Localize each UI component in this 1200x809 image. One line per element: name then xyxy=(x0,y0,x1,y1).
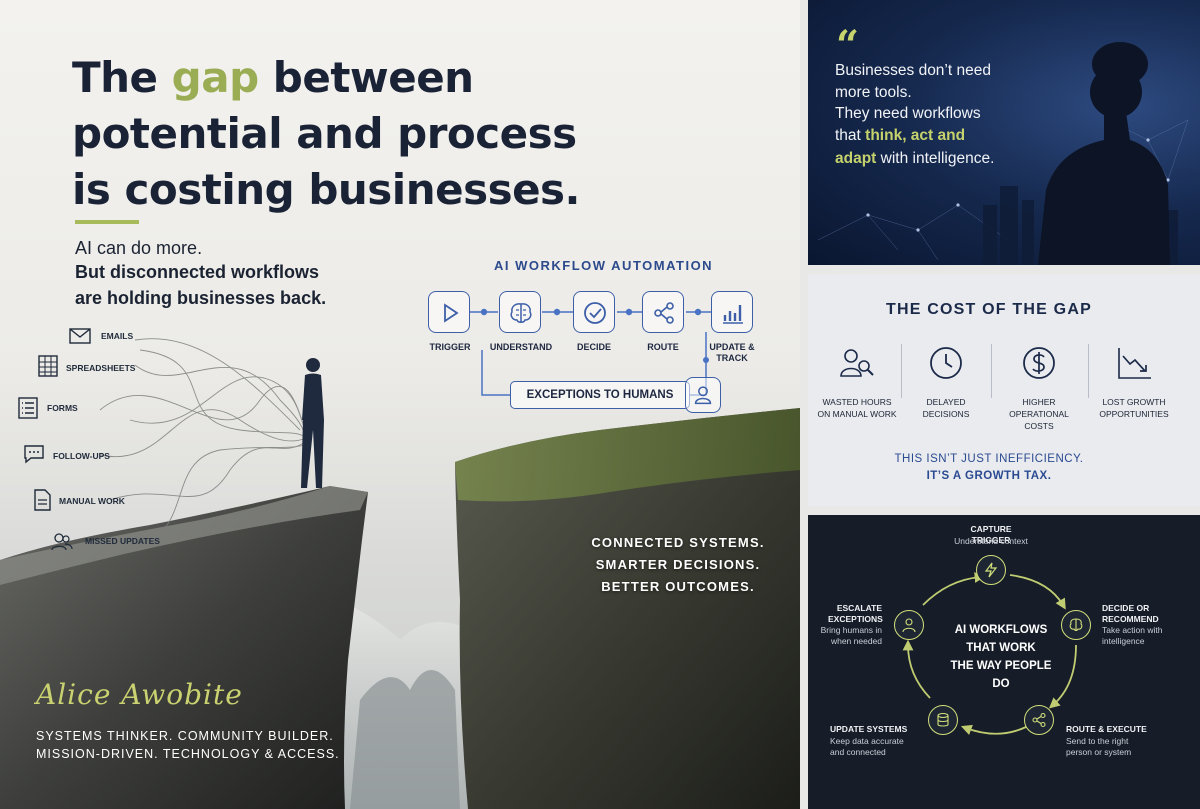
cost-footer-line-1: THIS ISN’T JUST INEFFICIENCY. xyxy=(894,453,1084,465)
cost-divider xyxy=(901,344,902,398)
cycle-node-decide xyxy=(1061,610,1091,640)
envelope-icon xyxy=(69,328,91,344)
cost-divider xyxy=(1088,344,1089,398)
woman-figure xyxy=(301,358,324,488)
exceptions-to-humans-box: EXCEPTIONS TO HUMANS xyxy=(510,381,690,409)
brain-icon xyxy=(510,303,532,323)
workflow-node-understand xyxy=(499,291,541,333)
main-panel: The gap between potential and process is… xyxy=(0,0,800,809)
source-label-missed-updates: MISSED UPDATES xyxy=(85,536,160,546)
quote-mark-icon: “ xyxy=(836,22,860,69)
cycle-node-escalate xyxy=(894,610,924,640)
people-icon xyxy=(51,533,73,551)
subhead-line-2: But disconnected workflows xyxy=(75,262,320,282)
bar-chart-icon xyxy=(723,305,743,324)
workflow-label-decide: DECIDE xyxy=(576,342,611,352)
workflow-label-understand: UNDERSTAND xyxy=(489,342,553,352)
workflow-node-decide xyxy=(573,291,615,333)
source-label-manual-work: MANUAL WORK xyxy=(59,496,125,506)
source-label-follow-ups: FOLLOW-UPS xyxy=(53,451,110,461)
workflow-title: AI WORKFLOW AUTOMATION xyxy=(494,258,714,273)
cost-panel: THE COST OF THE GAP WASTED HOURS ON MANU… xyxy=(808,274,1200,506)
cost-label-higher-costs: HIGHER OPERATIONAL COSTS xyxy=(1009,397,1069,431)
dollar-icon xyxy=(1023,347,1055,379)
cycle-head-route: ROUTE & EXECUTE xyxy=(1066,724,1147,734)
source-label-forms: FORMS xyxy=(47,403,78,413)
cost-divider xyxy=(991,344,992,398)
document-icon xyxy=(34,489,51,511)
subhead-line-1: AI can do more. xyxy=(75,238,203,258)
cliff-scene-illustration xyxy=(0,308,800,809)
cycle-desc-update: Keep data accurate and connected xyxy=(830,736,904,757)
network-silhouette-illustration xyxy=(817,42,1189,265)
source-label-emails: EMAILS xyxy=(101,331,134,341)
subhead-line-3: are holding businesses back. xyxy=(75,288,327,308)
headline-accent: gap xyxy=(171,53,259,102)
cycle-head-escalate: ESCALATE EXCEPTIONS xyxy=(828,603,883,624)
quote-line-4: that think, act and xyxy=(835,127,966,144)
cycle-head-update: UPDATE SYSTEMS xyxy=(830,724,908,734)
quote-line-2: more tools. xyxy=(835,84,912,101)
woman-silhouette xyxy=(1038,42,1170,265)
author-signature: Alice Awobite xyxy=(36,678,243,711)
cost-label-delayed-decisions: DELAYED DECISIONS xyxy=(922,397,970,419)
workflow-node-route xyxy=(642,291,684,333)
share-icon xyxy=(654,302,674,324)
spreadsheet-icon xyxy=(38,355,58,377)
cycle-desc-capture: Understand context xyxy=(954,536,1028,546)
people-search-icon xyxy=(840,349,874,377)
clock-icon xyxy=(930,347,962,379)
cycle-head-capture: CAPTURE TRIGGER xyxy=(970,524,1012,545)
cycle-center-text: AI WORKFLOWS THAT WORK THE WAY PEOPLE DO xyxy=(950,624,1052,690)
accent-rule xyxy=(75,220,139,224)
connected-message: CONNECTED SYSTEMS.SMARTER DECISIONS.BETT… xyxy=(591,535,765,594)
workflow-node-update-track xyxy=(711,291,753,333)
source-label-spreadsheets: SPREADSHEETS xyxy=(66,363,136,373)
lightning-icon xyxy=(984,562,998,578)
cost-label-lost-growth: LOST GROWTH OPPORTUNITIES xyxy=(1099,397,1169,419)
workflow-label-trigger: TRIGGER xyxy=(429,342,471,352)
cycle-node-update xyxy=(928,705,958,735)
cycle-head-decide: DECIDE OR RECOMMEND xyxy=(1102,603,1159,624)
workflow-label-update-track: UPDATE & TRACK xyxy=(709,342,755,363)
main-headline: The gap between potential and process is… xyxy=(72,53,581,214)
cycle-arrows xyxy=(902,572,1077,735)
person-icon xyxy=(694,386,712,405)
author-tagline: SYSTEMS THINKER. COMMUNITY BUILDER.MISSI… xyxy=(36,729,340,761)
workflow-label-route: ROUTE xyxy=(647,342,679,352)
form-icon xyxy=(18,397,38,419)
database-icon xyxy=(937,712,949,727)
cycle-desc-decide: Take action with intelligence xyxy=(1102,625,1163,646)
trend-down-icon xyxy=(1118,348,1151,379)
cycle-panel: AI WORKFLOWS THAT WORK THE WAY PEOPLE DO… xyxy=(808,515,1200,809)
brain-icon xyxy=(1069,618,1083,632)
quote-line-1: Businesses don’t need xyxy=(835,62,991,79)
cycle-node-route xyxy=(1024,705,1054,735)
quote-line-3: They need workflows xyxy=(835,105,981,122)
quote-panel: “ Businesses don’t need more tools. They… xyxy=(808,0,1200,265)
cost-footer-line-2: IT’S A GROWTH TAX. xyxy=(926,470,1052,482)
play-icon xyxy=(444,303,459,323)
workflow-node-human xyxy=(685,377,721,413)
quote-line-5: adapt with intelligence. xyxy=(835,150,995,167)
cycle-desc-route: Send to the right person or system xyxy=(1066,736,1132,757)
cost-title: THE COST OF THE GAP xyxy=(886,301,1092,318)
share-icon xyxy=(1032,712,1046,728)
person-icon xyxy=(902,618,916,633)
cycle-desc-escalate: Bring humans in when needed xyxy=(820,625,882,646)
chat-bubble-icon xyxy=(24,445,44,464)
cycle-node-capture xyxy=(976,555,1006,585)
workflow-node-trigger xyxy=(428,291,470,333)
check-circle-icon xyxy=(584,302,606,324)
cost-label-wasted-hours: WASTED HOURS ON MANUAL WORK xyxy=(817,397,897,419)
